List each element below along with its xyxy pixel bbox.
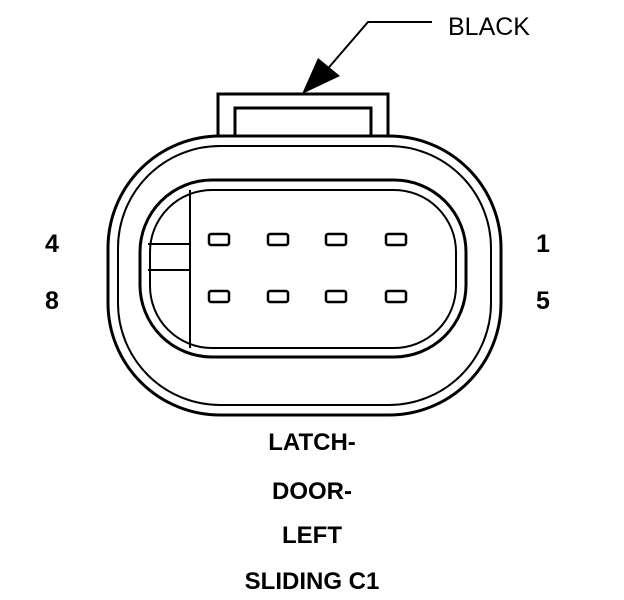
pin-label-4: 4 [45,230,59,258]
pin-terminal [207,232,231,247]
callout-leader [302,21,432,94]
caption-line-1: LATCH- [268,429,356,456]
pin-label-8: 8 [45,287,59,315]
callout-arrowhead [302,58,340,94]
caption-line-3: LEFT [282,522,342,549]
pin-terminal [384,289,408,304]
pin-terminal [266,232,290,247]
caption-line-4: SLIDING C1 [244,568,380,595]
color-callout-label: BLACK [448,13,530,41]
caption-line-2: DOOR- [272,478,352,505]
connector-outer-shell-inner-edge [117,145,492,406]
keying-feature [148,190,191,348]
pin-label-1: 1 [536,230,550,258]
pin-label-5: 5 [536,287,550,315]
pin-terminal [266,289,290,304]
pin-terminals [207,232,408,304]
pin-terminal [207,289,231,304]
pin-terminal [324,232,348,247]
pin-terminal [384,232,408,247]
connector-cavity [138,178,468,359]
pin-terminal [324,289,348,304]
